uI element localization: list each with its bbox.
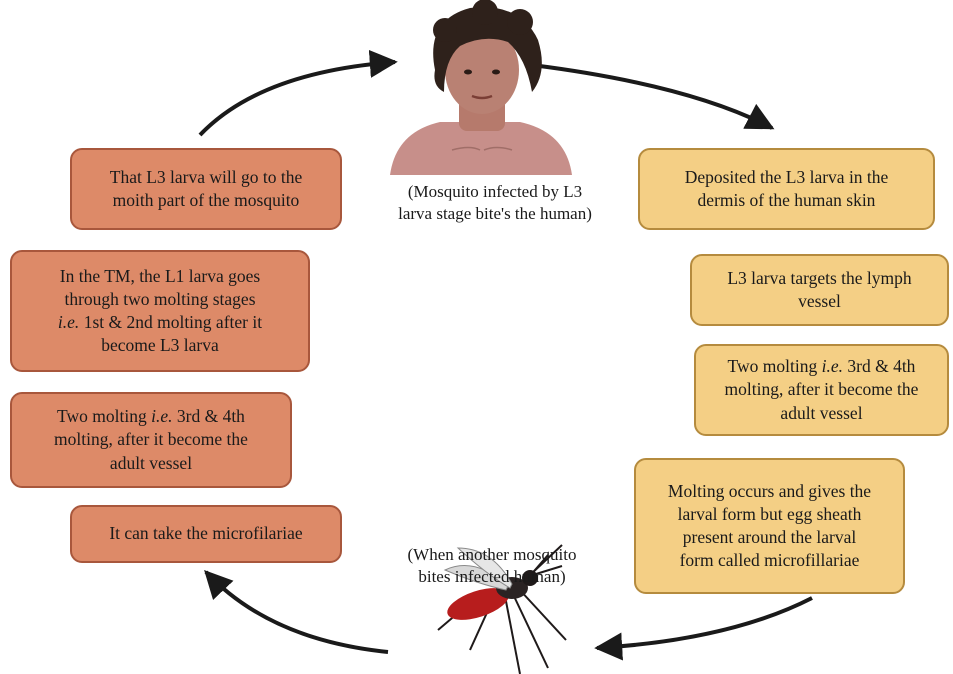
human-caption: (Mosquito infected by L3 larva stage bit… (360, 181, 630, 225)
left-box-1-line2: moith part of the mosquito (112, 190, 300, 210)
human-caption-line1: (Mosquito infected by L3 (407, 182, 583, 201)
left-box-3-line1: Two molting i.e. 3rd & 4th (54, 405, 248, 428)
human-caption-line2: larva stage bite's the human) (398, 204, 592, 224)
arrow-right-to-mosquito (594, 596, 813, 661)
right-box-4-line4: form called microfillariae (679, 550, 860, 571)
right-box-1-line2: dermis of the human skin (697, 190, 876, 210)
left-box-1-line1: That L3 larva will go to the (109, 166, 303, 187)
right-box-3-post: 3rd & 4th (843, 356, 916, 377)
mosquito-caption: (When another mosquito bites infected hu… (382, 544, 602, 588)
arrow-human-to-right (531, 63, 775, 130)
left-box-l3-to-mouth: That L3 larva will go to the moith part … (70, 148, 342, 230)
right-box-lymph-vessel: L3 larva targets the lymph vessel (690, 254, 949, 326)
right-box-3-ie: i.e. (821, 356, 843, 377)
left-box-take-microfilariae: It can take the microfilariae (70, 505, 342, 563)
arrow-left-to-human (198, 49, 398, 137)
right-box-2-line1: L3 larva targets the lymph (727, 267, 912, 288)
left-box-3-line2: molting, after it become the (54, 429, 248, 450)
right-box-molting-3-4: Two molting i.e. 3rd & 4th molting, afte… (694, 344, 949, 436)
left-box-3-pre: Two molting (57, 406, 152, 427)
right-box-4-line1: Molting occurs and gives the (667, 480, 872, 501)
left-box-2-line3-rest: 1st & 2nd molting after it (79, 312, 263, 332)
left-box-2-ie: i.e. (57, 312, 80, 332)
right-box-2-line2: vessel (798, 291, 841, 311)
left-box-3-line3: adult vessel (109, 452, 193, 473)
right-box-3-line1: Two molting i.e. 3rd & 4th (725, 355, 919, 378)
left-box-2-line1: In the TM, the L1 larva goes (59, 265, 261, 286)
right-box-4-line3: present around the larval (682, 527, 857, 547)
arrow-mosquito-to-left (204, 569, 389, 654)
right-box-1-line1: Deposited the L3 larva in the (684, 166, 889, 187)
left-box-2-line2: through two molting stages (64, 288, 256, 309)
right-box-3-pre: Two molting (727, 356, 822, 377)
right-box-3-line2: molting, after it become the (724, 379, 919, 400)
right-box-4-line2: larval form but egg sheath (677, 503, 862, 524)
right-box-molting-microfilariae: Molting occurs and gives the larval form… (634, 458, 905, 594)
right-box-3-line3: adult vessel (780, 402, 863, 423)
left-box-3-ie: i.e. (151, 406, 173, 427)
left-box-3-post: 3rd & 4th (172, 406, 245, 427)
left-box-4-text: It can take the microfilariae (109, 523, 303, 544)
left-box-2-line3: i.e. 1st & 2nd molting after it (58, 311, 262, 334)
mosquito-caption-line1: (When another mosquito (407, 545, 577, 564)
right-box-deposited: Deposited the L3 larva in the dermis of … (638, 148, 935, 230)
mosquito-caption-line2: bites infected human) (418, 567, 566, 587)
left-box-molting-3-4: Two molting i.e. 3rd & 4th molting, afte… (10, 392, 292, 488)
left-box-2-line4: become L3 larva (101, 335, 219, 356)
left-box-molting-l1: In the TM, the L1 larva goes through two… (10, 250, 310, 372)
